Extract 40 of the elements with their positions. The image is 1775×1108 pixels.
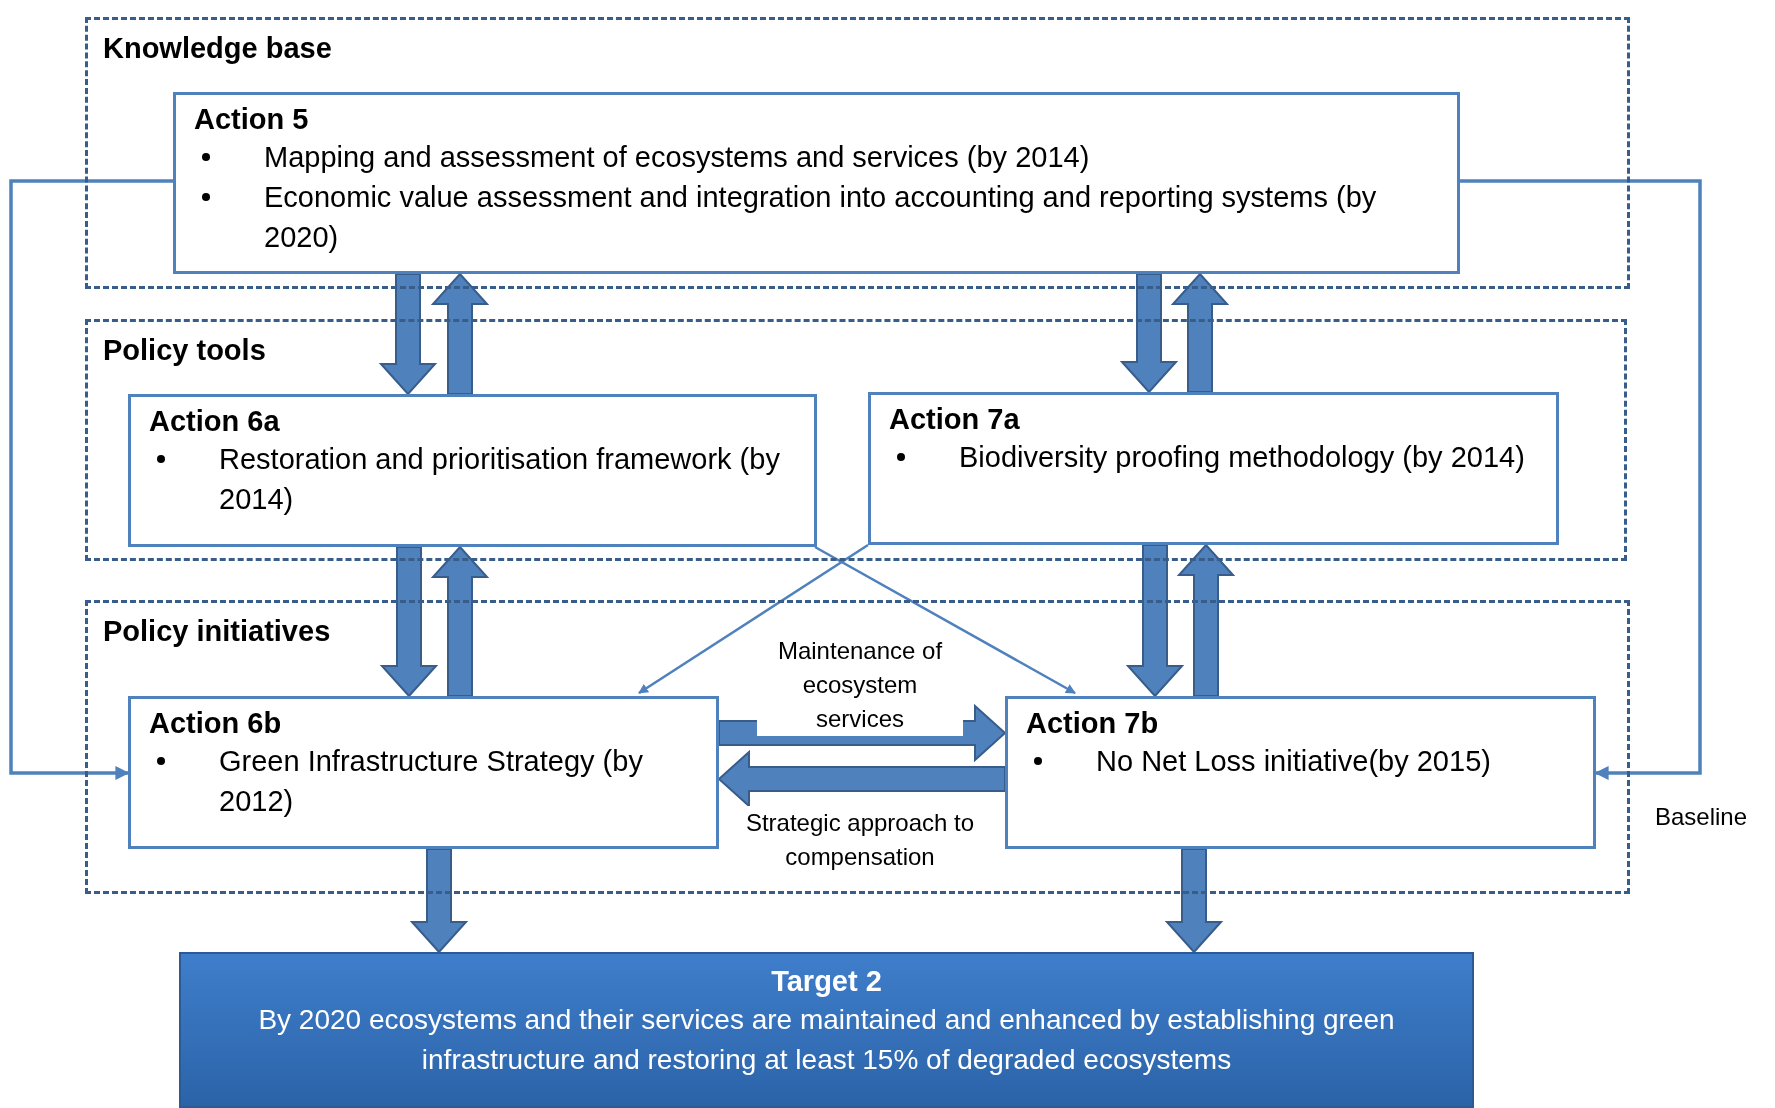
block-arrow xyxy=(379,546,439,698)
bullet-text: Mapping and assessment of ecosystems and services (by 2014) xyxy=(264,141,1090,173)
heading: Action 7a xyxy=(889,402,1020,437)
heading: Action 6b xyxy=(149,706,282,741)
action-box xyxy=(173,92,1460,274)
block-arrow xyxy=(378,273,438,396)
target-box xyxy=(179,952,1474,1108)
target-text: By 2020 ecosystems and their services are maintained and enhanced by establishing green infrastructure and restoring at least 15% of degraded ecosystems xyxy=(257,1003,1396,1077)
bullet-text: No Net Loss initiative(by 2015) xyxy=(1096,745,1491,777)
arrow xyxy=(1460,179,1702,780)
heading: Target 2 xyxy=(771,964,882,999)
block-arrow xyxy=(1119,273,1179,394)
action-box xyxy=(128,696,719,849)
bullet-text: Biodiversity proofing methodology (by 2014) xyxy=(959,441,1525,473)
bullet-text: Green Infrastructure Strategy (by 2012) xyxy=(219,745,643,817)
heading: Action 7b xyxy=(1026,706,1159,741)
bullet-text: Economic value assessment and integration into accounting and reporting systems (by 2020) xyxy=(264,181,1377,253)
dashed-group-frame xyxy=(85,17,1630,289)
arrow xyxy=(814,545,1076,695)
block-arrow xyxy=(1170,272,1230,393)
arrow xyxy=(9,179,173,780)
block-arrow xyxy=(1176,543,1236,697)
heading: Policy initiatives xyxy=(103,614,331,649)
block-arrow xyxy=(717,749,1006,809)
heading: Knowledge base xyxy=(103,31,332,66)
dashed-group-frame xyxy=(85,319,1627,561)
heading: Policy tools xyxy=(103,333,266,368)
block-arrow xyxy=(430,545,490,697)
block-arrow xyxy=(1164,848,1224,954)
bullet-text: Restoration and prioritisation framework (by 2014) xyxy=(219,443,780,515)
action-box xyxy=(1005,696,1596,849)
block-arrow xyxy=(1125,544,1185,698)
block-arrow xyxy=(409,848,469,954)
dashed-group-frame xyxy=(85,600,1630,894)
action-box xyxy=(128,394,817,547)
block-arrow xyxy=(430,272,490,395)
arrow xyxy=(638,543,869,695)
heading: Action 5 xyxy=(194,102,309,137)
heading: Action 6a xyxy=(149,404,280,439)
action-box xyxy=(868,392,1559,545)
